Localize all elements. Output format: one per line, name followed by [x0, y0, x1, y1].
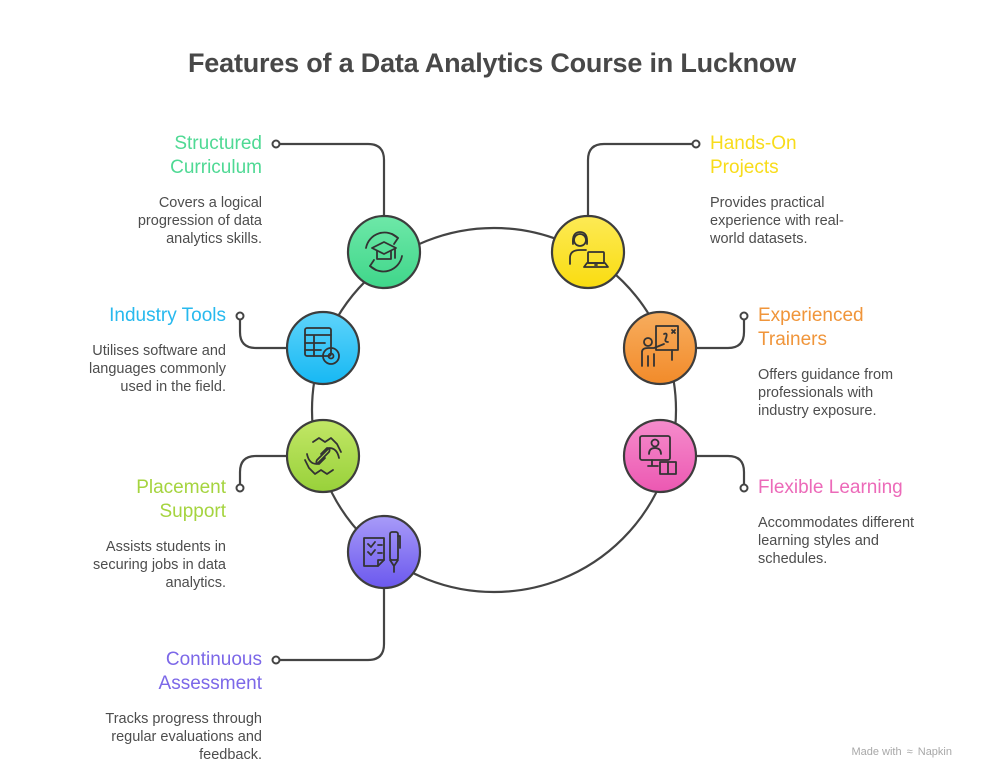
feature-title-line: Support — [159, 501, 226, 522]
napkin-watermark[interactable]: Made with ≈ Napkin — [851, 746, 952, 758]
feature-industry-tools: Industry Tools Utilises software and lan… — [26, 304, 226, 396]
handshake-icon — [304, 437, 342, 475]
feature-title-line: Experienced — [758, 305, 864, 326]
feature-description: Tracks progress through regular evaluati… — [105, 711, 262, 763]
connector-hands-on-projects — [586, 142, 696, 216]
connector-structured-curriculum — [276, 142, 386, 216]
feature-title-line: Curriculum — [170, 157, 262, 178]
feature-title: Experienced Trainers — [758, 304, 958, 352]
connector-dot — [235, 483, 245, 493]
feature-title-line: Projects — [710, 157, 779, 178]
connector-experienced-trainers — [696, 316, 746, 350]
checklist-pen-icon — [363, 531, 401, 573]
feature-title-line: Hands-On — [710, 133, 797, 154]
feature-title: Hands-On Projects — [710, 132, 910, 180]
feature-title: Continuous Assessment — [62, 648, 262, 696]
feature-continuous-assessment: Continuous Assessment Tracks progress th… — [62, 648, 262, 764]
connector-dot — [691, 139, 701, 149]
napkin-logo-icon: ≈ — [906, 746, 913, 758]
feature-description: Provides practical experience with real-… — [710, 195, 844, 247]
diagram-title: Features of a Data Analytics Course in L… — [188, 48, 796, 78]
feature-title-line: Trainers — [758, 329, 827, 350]
feature-flexible-learning: Flexible Learning Accommodates different… — [758, 476, 958, 568]
trainer-whiteboard-icon — [641, 325, 679, 367]
node-placement-support[interactable] — [285, 418, 361, 494]
node-flexible-learning[interactable] — [622, 418, 698, 494]
feature-description: Accommodates different learning styles a… — [758, 515, 915, 567]
node-industry-tools[interactable] — [285, 310, 361, 386]
feature-description: Utilises software and languages commonly… — [88, 343, 226, 395]
feature-title: Industry Tools — [109, 305, 226, 326]
ring — [310, 226, 678, 594]
table-gear-icon — [304, 327, 340, 365]
feature-description: Offers guidance from professionals with … — [758, 367, 894, 419]
feature-description: Assists students in securing jobs in dat… — [93, 539, 226, 591]
feature-title-line: Structured — [174, 133, 262, 154]
connector-continuous-assessment — [276, 588, 386, 662]
person-laptop-icon — [569, 231, 609, 268]
feature-title-line: Continuous — [165, 649, 262, 670]
online-learning-icon — [639, 435, 677, 475]
connector-dot — [739, 311, 749, 321]
feature-structured-curriculum: Structured Curriculum Covers a logical p… — [62, 132, 262, 248]
connector-dot — [271, 139, 281, 149]
connector-dot — [271, 655, 281, 665]
feature-placement-support: Placement Support Assists students in se… — [26, 476, 226, 592]
connector-placement-support — [238, 454, 287, 488]
connector-flexible-learning — [696, 454, 746, 488]
feature-hands-on-projects: Hands-On Projects Provides practical exp… — [710, 132, 910, 248]
connector-dot — [235, 311, 245, 321]
feature-experienced-trainers: Experienced Trainers Offers guidance fro… — [758, 304, 958, 420]
feature-title-line: Assessment — [158, 673, 262, 694]
connector-dot — [739, 483, 749, 493]
watermark-prefix: Made with — [851, 746, 902, 758]
feature-title: Flexible Learning — [758, 477, 903, 498]
feature-title-line: Placement — [136, 477, 226, 498]
connector-industry-tools — [238, 316, 287, 350]
feature-title: Placement Support — [26, 476, 226, 524]
feature-description: Covers a logical progression of data ana… — [137, 195, 262, 247]
feature-title: Structured Curriculum — [62, 132, 262, 180]
node-experienced-trainers[interactable] — [622, 310, 698, 386]
watermark-brand: Napkin — [917, 746, 952, 758]
node-structured-curriculum[interactable] — [346, 214, 422, 290]
graduation-cap-refresh-icon — [365, 231, 403, 273]
